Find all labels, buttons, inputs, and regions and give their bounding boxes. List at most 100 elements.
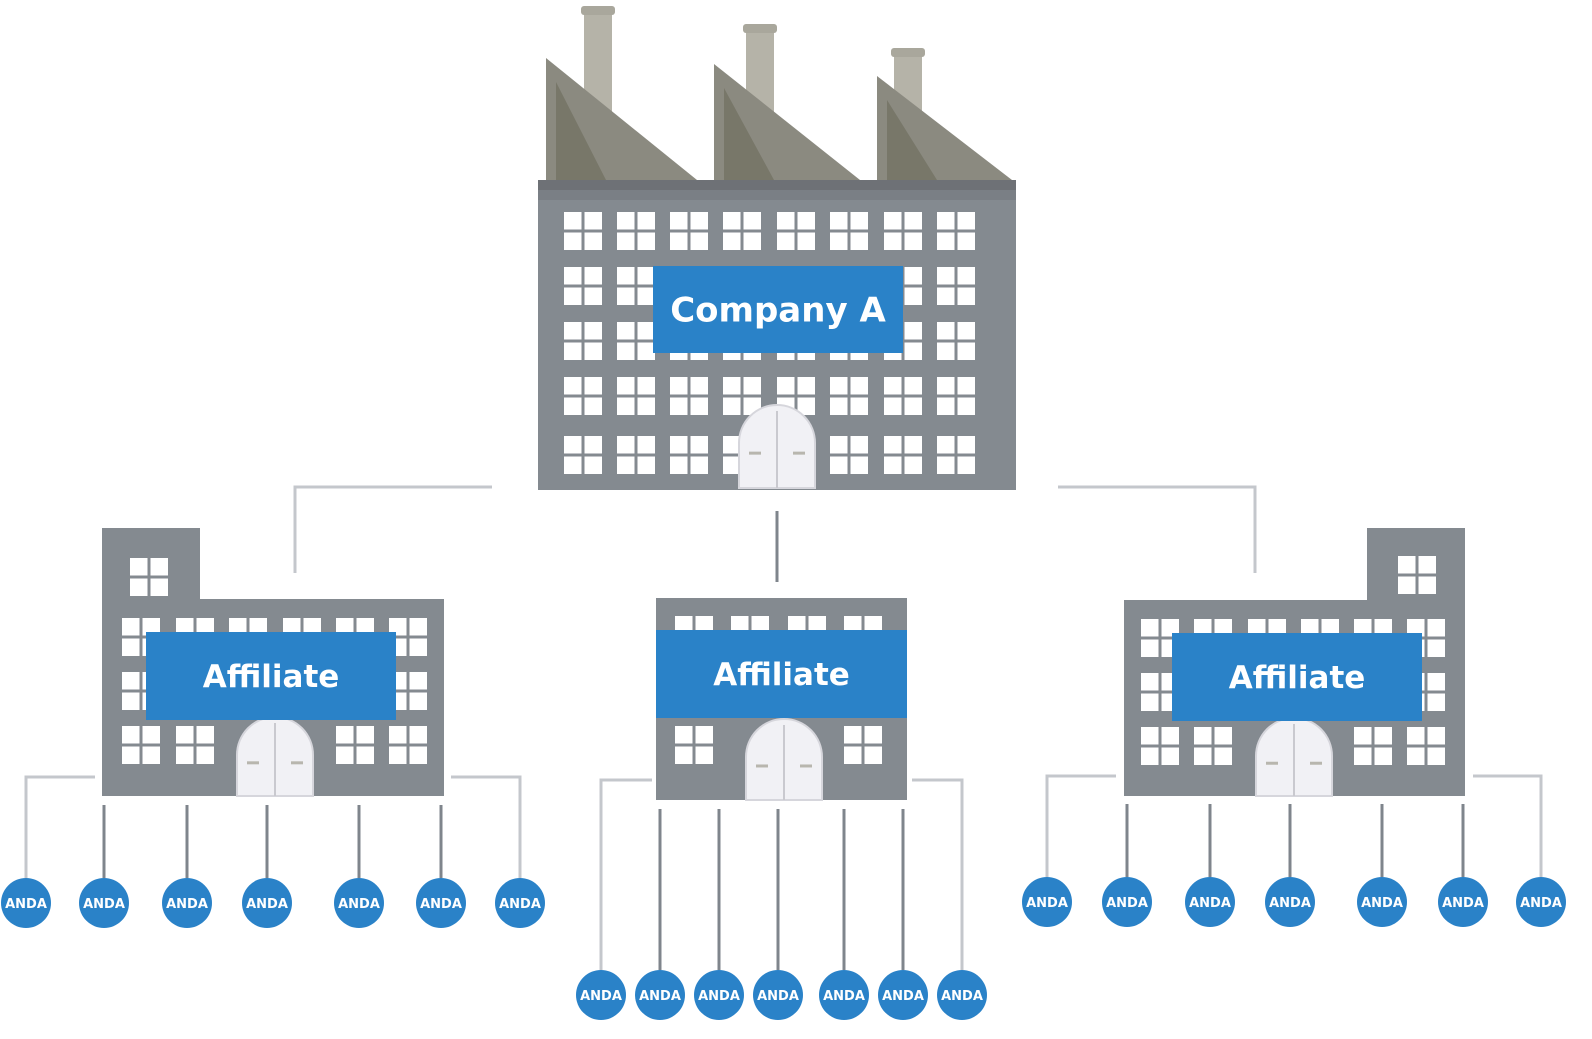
connector-outer-right xyxy=(912,778,964,970)
window xyxy=(564,267,602,305)
window xyxy=(1141,727,1179,765)
anda-node: ANDA xyxy=(878,970,928,1020)
anda-node: ANDA xyxy=(1357,877,1407,927)
connector-outer-right xyxy=(1473,774,1543,877)
anda-label: ANDA xyxy=(1361,896,1403,911)
window xyxy=(617,377,655,415)
window xyxy=(176,726,214,764)
anda-circle xyxy=(416,878,466,928)
anda-label: ANDA xyxy=(639,989,681,1004)
anda-label: ANDA xyxy=(166,897,208,912)
door xyxy=(236,716,314,797)
anda-label: ANDA xyxy=(83,897,125,912)
window xyxy=(937,212,975,250)
door xyxy=(1255,717,1333,797)
anda-label: ANDA xyxy=(698,989,740,1004)
window xyxy=(670,212,708,250)
anda-label: ANDA xyxy=(882,989,924,1004)
anda-circle xyxy=(1022,877,1072,927)
anda-label: ANDA xyxy=(1269,896,1311,911)
anda-node: ANDA xyxy=(1265,877,1315,927)
anda-label: ANDA xyxy=(941,989,983,1004)
window xyxy=(670,377,708,415)
anda-node: ANDA xyxy=(1516,877,1566,927)
connector-outer-left xyxy=(24,775,95,878)
window xyxy=(884,377,922,415)
anda-node: ANDA xyxy=(162,878,212,928)
window xyxy=(670,436,708,474)
anda-circle xyxy=(694,970,744,1020)
anda-node: ANDA xyxy=(1,878,51,928)
anda-circle xyxy=(819,970,869,1020)
anda-node: ANDA xyxy=(753,970,803,1020)
anda-circle xyxy=(1102,877,1152,927)
window xyxy=(830,212,868,250)
anda-node: ANDA xyxy=(1022,877,1072,927)
anda-node: ANDA xyxy=(1185,877,1235,927)
chimney-cap xyxy=(743,24,777,33)
roof-beam xyxy=(538,180,1016,190)
affiliate-label: Affiliate xyxy=(146,632,396,720)
window xyxy=(389,726,427,764)
anda-circle xyxy=(1357,877,1407,927)
window xyxy=(564,436,602,474)
window xyxy=(617,267,655,305)
affiliate-label-text: Affiliate xyxy=(713,657,850,693)
anda-circle xyxy=(162,878,212,928)
chimney-cap xyxy=(581,6,615,15)
anda-node: ANDA xyxy=(635,970,685,1020)
window xyxy=(675,726,713,764)
affiliate-label-text: Affiliate xyxy=(1229,660,1366,696)
window xyxy=(122,726,160,764)
chimney-cap xyxy=(891,48,925,57)
anda-label: ANDA xyxy=(5,897,47,912)
connector-hq-right xyxy=(1058,485,1257,573)
anda-circle xyxy=(495,878,545,928)
anda-label: ANDA xyxy=(823,989,865,1004)
affiliate-label-text: Affiliate xyxy=(203,659,340,695)
anda-circle xyxy=(878,970,928,1020)
roof-shade xyxy=(556,82,606,180)
anda-circle xyxy=(576,970,626,1020)
connector-outer-left xyxy=(1045,774,1116,877)
door xyxy=(745,718,823,801)
anda-circle xyxy=(1,878,51,928)
anda-node: ANDA xyxy=(819,970,869,1020)
affiliate-building-2: Affiliate xyxy=(656,598,907,801)
anda-label: ANDA xyxy=(757,989,799,1004)
window xyxy=(130,558,168,596)
company-a-factory: Company A xyxy=(538,6,1016,490)
anda-node: ANDA xyxy=(1102,877,1152,927)
anda-node: ANDA xyxy=(576,970,626,1020)
affiliate-label-bg xyxy=(146,632,396,720)
window xyxy=(884,436,922,474)
window xyxy=(723,377,761,415)
affiliate-building-3: Affiliate xyxy=(1124,528,1465,797)
company-a-label-bg xyxy=(653,266,903,353)
window xyxy=(723,212,761,250)
window xyxy=(937,267,975,305)
window xyxy=(336,726,374,764)
anda-group-2: ANDA ANDA ANDA ANDA ANDA ANDA ANDA xyxy=(576,778,987,1020)
anda-node: ANDA xyxy=(79,878,129,928)
window xyxy=(564,377,602,415)
connector-outer-left xyxy=(599,778,652,970)
window xyxy=(617,212,655,250)
connector-outer-right xyxy=(451,775,522,878)
window xyxy=(1354,727,1392,765)
anda-circle xyxy=(1185,877,1235,927)
anda-node: ANDA xyxy=(1438,877,1488,927)
anda-circle xyxy=(937,970,987,1020)
window xyxy=(617,436,655,474)
connector-hq-left xyxy=(293,485,492,573)
anda-node: ANDA xyxy=(694,970,744,1020)
anda-label: ANDA xyxy=(1520,896,1562,911)
roof-band xyxy=(538,190,1016,200)
anda-node: ANDA xyxy=(495,878,545,928)
affiliate-label: Affiliate xyxy=(656,630,907,718)
window xyxy=(844,726,882,764)
roof-shade xyxy=(724,88,774,180)
door xyxy=(738,404,816,489)
anda-node: ANDA xyxy=(416,878,466,928)
anda-label: ANDA xyxy=(499,897,541,912)
